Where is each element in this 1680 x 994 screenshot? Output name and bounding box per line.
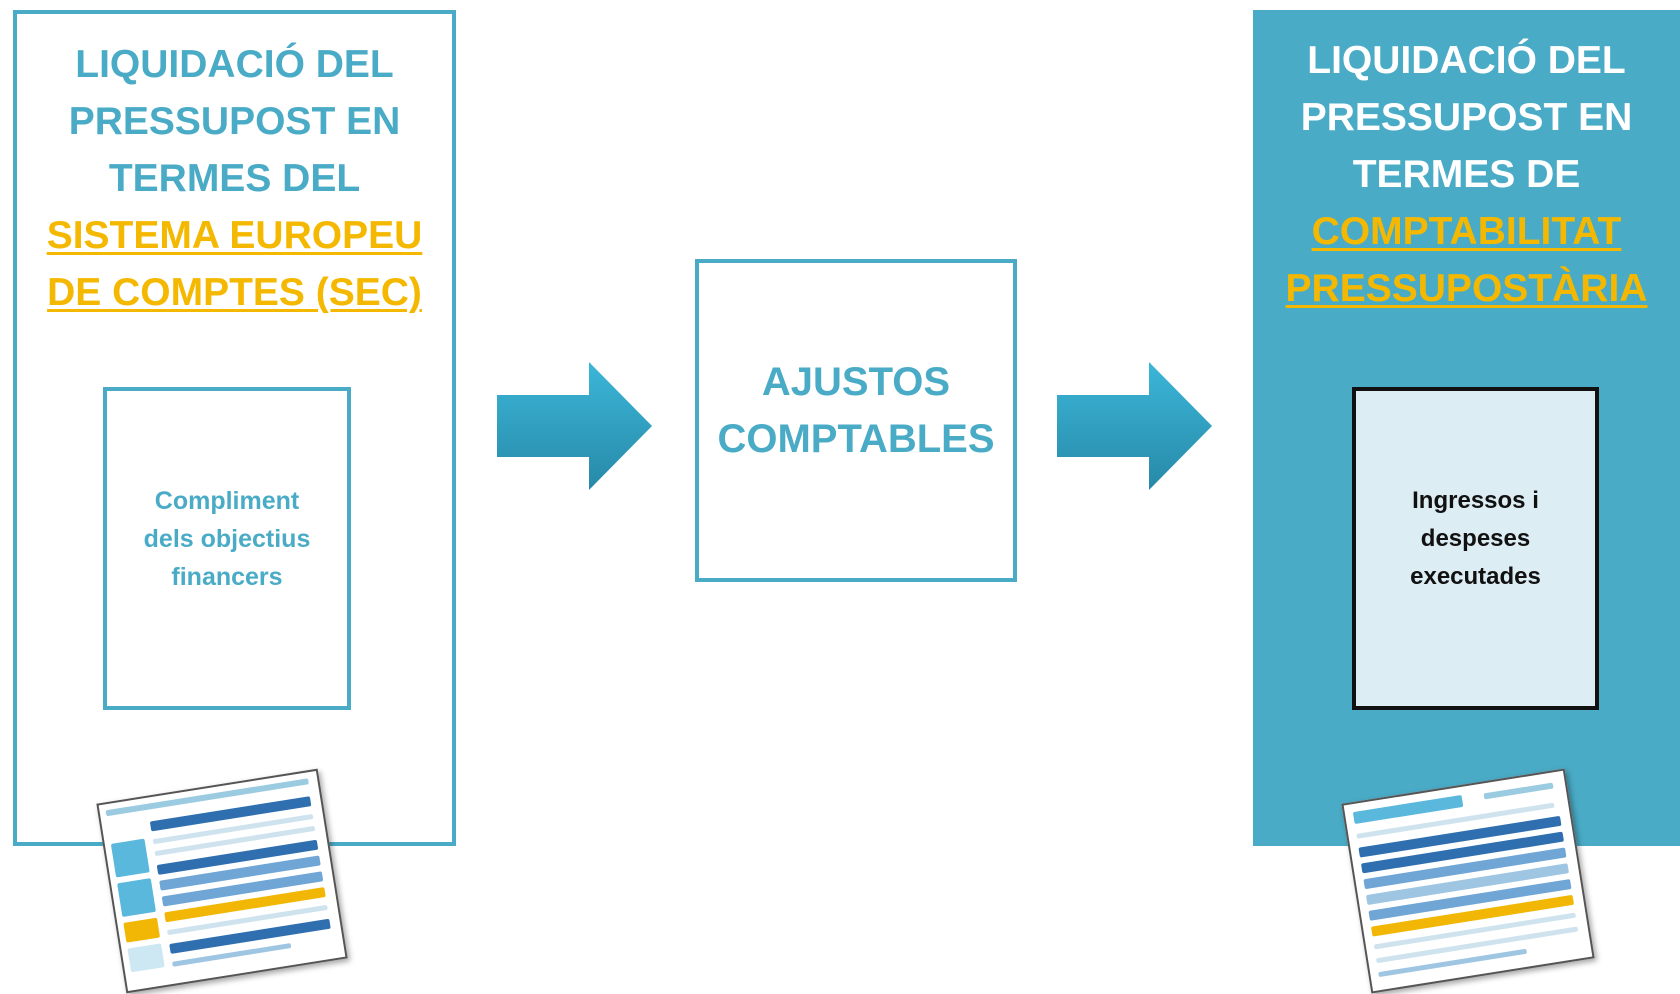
title-highlight: SISTEMA EUROPEU <box>46 214 423 257</box>
sec-report-thumbnail <box>96 768 348 994</box>
box-line: COMPTABLES <box>717 416 995 461</box>
accounting-adjustments-box: AJUSTOS COMPTABLES <box>695 259 1017 582</box>
title-line: TERMES DEL <box>108 157 361 200</box>
title-line: LIQUIDACIÓ DEL <box>75 43 394 86</box>
budget-report-thumbnail <box>1341 768 1595 994</box>
title-highlight: DE COMPTES (SEC) <box>47 271 422 314</box>
arrow-right-icon <box>497 362 652 490</box>
box-line: AJUSTOS <box>761 359 951 404</box>
budget-panel-title: LIQUIDACIÓ DEL PRESSUPOST EN TERMES DE C… <box>1253 32 1680 317</box>
title-highlight: COMPTABILITAT <box>1311 210 1622 253</box>
financial-objectives-box: Compliment dels objectius financers <box>103 387 351 710</box>
sec-budget-panel: LIQUIDACIÓ DEL PRESSUPOST EN TERMES DEL … <box>13 10 456 846</box>
executed-income-expenses-box: Ingressos i despeses executades <box>1352 387 1599 710</box>
title-line: PRESSUPOST EN <box>1300 96 1633 139</box>
title-line: LIQUIDACIÓ DEL <box>1307 39 1626 82</box>
box-line: Ingressos i <box>1412 486 1539 514</box>
box-line: dels objectius <box>143 524 311 553</box>
box-line: executades <box>1410 562 1541 590</box>
arrow-right-icon <box>1057 362 1212 490</box>
box-line: despeses <box>1420 524 1531 552</box>
title-line: PRESSUPOST EN <box>68 100 401 143</box>
title-highlight: PRESSUPOSTÀRIA <box>1285 267 1648 310</box>
title-line: TERMES DE <box>1352 153 1581 196</box>
box-line: financers <box>171 562 283 591</box>
box-line: Compliment <box>154 486 300 515</box>
sec-panel-title: LIQUIDACIÓ DEL PRESSUPOST EN TERMES DEL … <box>17 36 452 321</box>
